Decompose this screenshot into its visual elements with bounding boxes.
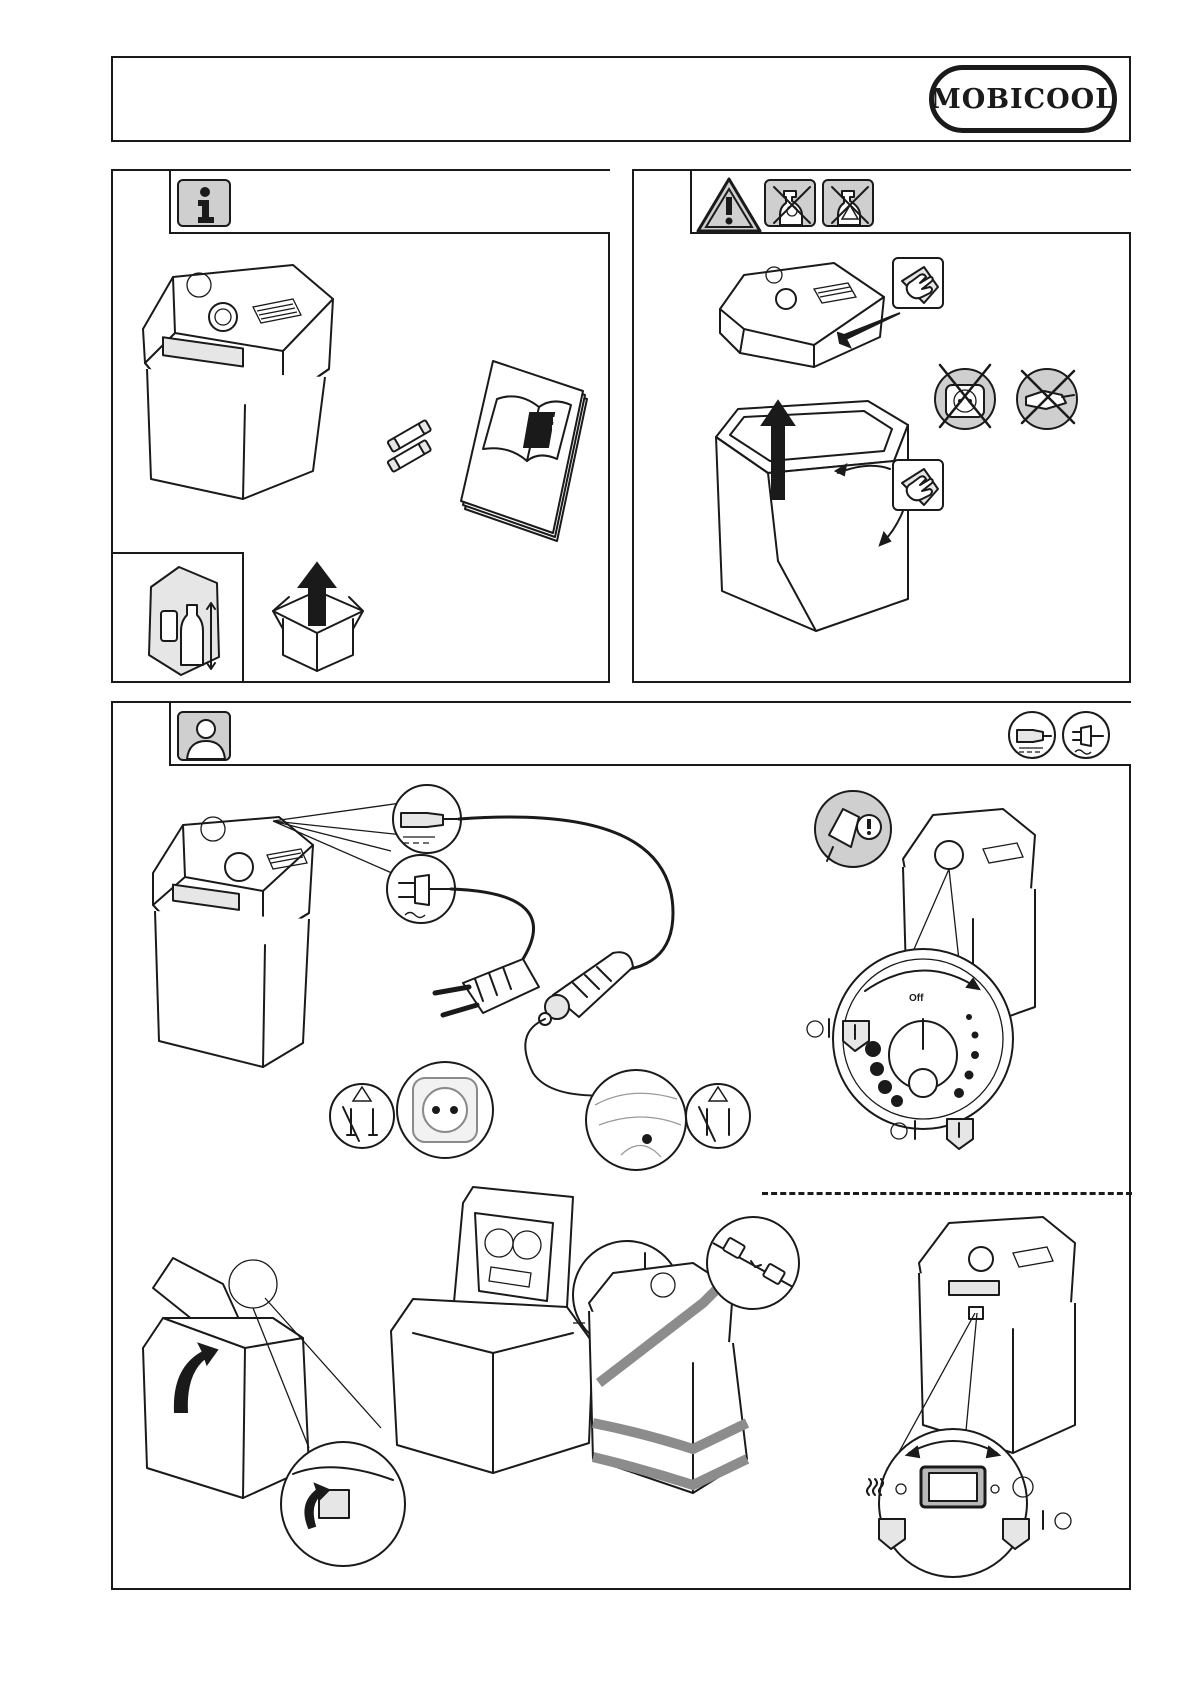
section-divider bbox=[762, 1192, 1132, 1195]
wipe-cloth-icon-inside bbox=[892, 459, 944, 511]
no-abrasive-cleaner-icon bbox=[764, 179, 816, 227]
panel-cleaning bbox=[632, 169, 1131, 683]
no-plug-water-icon bbox=[1012, 361, 1082, 431]
ac-230v-plug-icon bbox=[1061, 710, 1111, 760]
no-socket-water-icon bbox=[930, 361, 1000, 431]
panel-header-tab bbox=[169, 703, 1131, 766]
caution-cleaner-icon bbox=[822, 179, 874, 227]
warning-triangle-icon bbox=[694, 175, 764, 237]
mode-switch-illustration bbox=[813, 1203, 1113, 1583]
open-lid-illustration bbox=[133, 1228, 413, 1558]
dial-off-label: Off bbox=[909, 993, 924, 1004]
wall-socket-icon bbox=[393, 1058, 497, 1162]
fuses-illustration bbox=[381, 415, 441, 475]
manual-illustration bbox=[443, 351, 593, 541]
user-icon bbox=[177, 711, 231, 761]
open-box-illustration bbox=[708, 391, 938, 641]
dc-12v-plug-icon bbox=[1007, 710, 1057, 760]
car-socket-icon bbox=[581, 1065, 691, 1175]
unpack-box-arrow-icon bbox=[263, 551, 373, 671]
panel-header-tab bbox=[169, 171, 610, 234]
cool-box-illustration bbox=[133, 259, 353, 519]
lid-illustration bbox=[714, 249, 914, 379]
panel-operation: Off bbox=[111, 701, 1131, 1590]
socket-warning-icon bbox=[327, 1081, 397, 1151]
brand-name: MOBICOOL bbox=[931, 84, 1115, 115]
info-icon bbox=[177, 179, 231, 227]
strap-illustration bbox=[583, 1223, 813, 1543]
wipe-cloth-icon bbox=[892, 257, 944, 309]
temperature-dial-illustration: Off bbox=[773, 779, 1073, 1179]
can-bottle-upright-icon bbox=[129, 559, 229, 679]
panel-scope-of-delivery bbox=[111, 169, 610, 683]
dc-socket-warning-icon bbox=[683, 1081, 753, 1151]
header-box: MOBICOOL bbox=[111, 56, 1131, 142]
brand-logo: MOBICOOL bbox=[929, 65, 1117, 133]
